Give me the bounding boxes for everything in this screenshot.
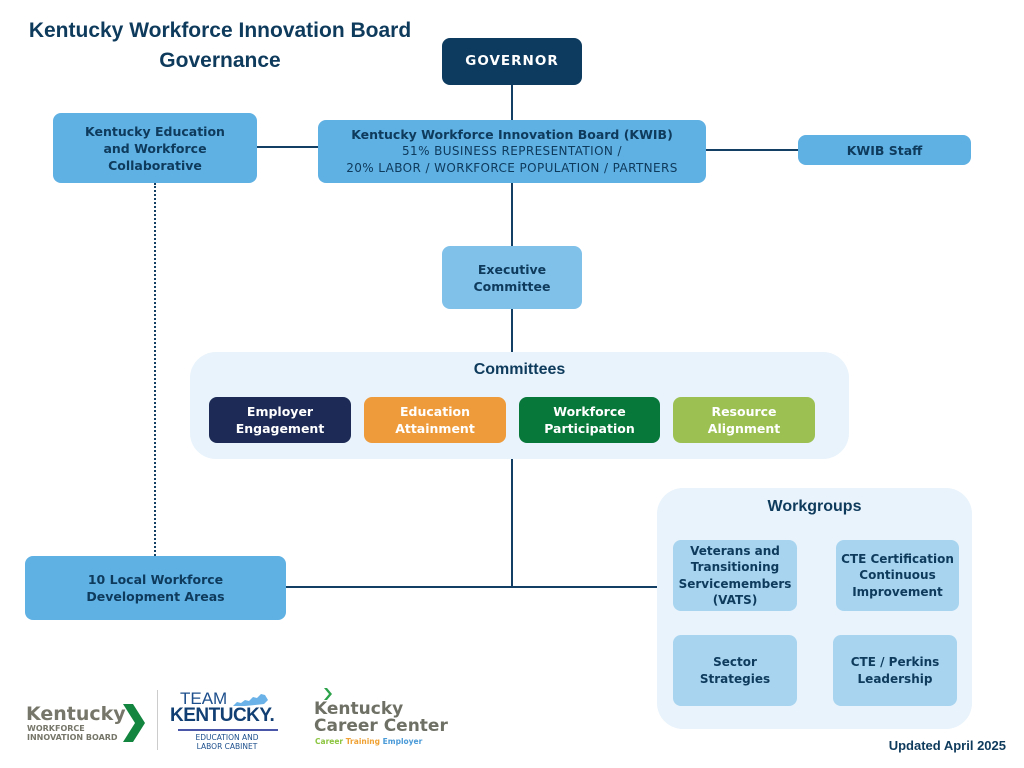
kentucky-state-icon bbox=[233, 694, 268, 706]
executive-committee-box: Executive Committee bbox=[442, 246, 582, 309]
title-line-2: Governance bbox=[159, 49, 281, 72]
workgroup-line: (VATS) bbox=[712, 593, 758, 607]
workgroup-vats: Veterans and Transitioning Servicemember… bbox=[673, 540, 797, 611]
local-areas-line-2: Development Areas bbox=[86, 589, 225, 604]
kwib-business-representation: 51% BUSINESS REPRESENTATION / bbox=[402, 144, 622, 158]
page-title: Kentucky Workforce Innovation Board Gove… bbox=[10, 16, 430, 76]
committee-education-attainment: Education Attainment bbox=[364, 397, 506, 443]
connector-exec-committees bbox=[511, 309, 513, 353]
career-center-logo: Kentucky Career Center Career Training E… bbox=[314, 688, 448, 750]
tagline-employer: Employer bbox=[382, 737, 423, 746]
connector-committees-down bbox=[511, 459, 513, 588]
committee-workforce-participation: Workforce Participation bbox=[519, 397, 660, 443]
governor-box: GOVERNOR bbox=[442, 38, 582, 85]
team-kentucky-logo: TEAM KENTUCKY. EDUCATION AND LABOR CABIN… bbox=[168, 690, 288, 752]
workgroup-sector-strategies: Sector Strategies bbox=[673, 635, 797, 706]
kwib-logo-word: Kentucky bbox=[26, 703, 126, 725]
workgroup-cte-certification: CTE Certification Continuous Improvement bbox=[836, 540, 959, 611]
tagline-career: Career bbox=[315, 737, 344, 746]
committees-heading: Committees bbox=[473, 361, 566, 378]
career-center-line1: Kentucky bbox=[314, 699, 404, 719]
kwib-staff-box: KWIB Staff bbox=[798, 135, 971, 165]
team-kentucky-sub1: EDUCATION AND bbox=[195, 733, 259, 742]
connector-horizontal-bottom bbox=[285, 586, 658, 588]
career-center-tagline: Career Training Employer bbox=[315, 737, 422, 746]
committee-label-line-2: Participation bbox=[544, 421, 635, 436]
connector-collab-kwib bbox=[257, 146, 319, 148]
local-workforce-areas-box: 10 Local Workforce Development Areas bbox=[25, 556, 286, 620]
collaborative-line-1: Kentucky Education bbox=[85, 123, 225, 139]
connector-kwib-exec bbox=[511, 182, 513, 246]
governor-label: GOVERNOR bbox=[465, 53, 559, 69]
logo-divider bbox=[157, 690, 158, 750]
chevron-right-icon bbox=[123, 704, 145, 742]
workgroup-line: Improvement bbox=[852, 584, 943, 599]
workgroup-cte-perkins: CTE / Perkins Leadership bbox=[833, 635, 957, 706]
updated-date: Updated April 2025 bbox=[888, 738, 1006, 753]
kwib-logo: Kentucky WORKFORCE INNOVATION BOARD bbox=[26, 704, 148, 744]
committee-label-line-1: Employer bbox=[246, 404, 314, 419]
kwib-logo-sub1: WORKFORCE bbox=[27, 724, 85, 733]
workgroup-line: Transitioning bbox=[690, 560, 780, 574]
kwib-box: Kentucky Workforce Innovation Board (KWI… bbox=[318, 120, 706, 183]
kwib-logo-sub2: INNOVATION BOARD bbox=[27, 733, 118, 742]
workgroup-line: CTE Certification bbox=[841, 551, 954, 566]
workgroup-line: Sector bbox=[713, 655, 757, 669]
chevron-right-icon bbox=[324, 688, 332, 700]
committee-label-line-1: Resource bbox=[711, 404, 777, 419]
local-areas-line-1: 10 Local Workforce bbox=[87, 572, 224, 587]
team-kentucky-main: KENTUCKY. bbox=[170, 705, 275, 726]
team-kentucky-top: TEAM bbox=[180, 689, 228, 708]
workgroup-line: Leadership bbox=[857, 671, 933, 686]
workgroup-line: Strategies bbox=[699, 671, 771, 686]
connector-governor-kwib bbox=[511, 84, 513, 121]
committee-resource-alignment: Resource Alignment bbox=[673, 397, 815, 443]
collaborative-box: Kentucky Education and Workforce Collabo… bbox=[53, 113, 257, 183]
career-center-line2: Career Center bbox=[314, 716, 448, 736]
committee-label-line-2: Attainment bbox=[395, 421, 475, 436]
workgroup-line: Veterans and bbox=[690, 543, 780, 558]
kwib-staff-label: KWIB Staff bbox=[846, 142, 923, 158]
workgroup-line: CTE / Perkins bbox=[850, 655, 940, 669]
committee-employer-engagement: Employer Engagement bbox=[209, 397, 351, 443]
tagline-training: Training bbox=[345, 737, 381, 746]
kwib-title: Kentucky Workforce Innovation Board (KWI… bbox=[351, 127, 673, 142]
team-kentucky-sub2: LABOR CABINET bbox=[196, 742, 258, 751]
executive-line-2: Committee bbox=[473, 278, 551, 294]
committee-label-line-2: Alignment bbox=[707, 421, 781, 436]
committee-label-line-1: Workforce bbox=[553, 404, 626, 419]
workgroups-heading: Workgroups bbox=[767, 498, 862, 515]
executive-line-1: Executive bbox=[477, 261, 547, 277]
connector-kwib-staff bbox=[705, 149, 799, 151]
collaborative-line-2: and Workforce bbox=[103, 140, 207, 156]
team-kentucky-rule bbox=[178, 729, 278, 731]
collaborative-line-3: Collaborative bbox=[108, 157, 202, 173]
title-line-1: Kentucky Workforce Innovation Board bbox=[28, 19, 412, 42]
committee-label-line-2: Engagement bbox=[235, 421, 325, 436]
workgroup-line: Continuous bbox=[859, 568, 936, 583]
dotted-connector-collab-local bbox=[154, 183, 156, 556]
kwib-labor-partners: 20% LABOR / WORKFORCE POPULATION / PARTN… bbox=[346, 161, 678, 175]
committee-label-line-1: Education bbox=[400, 404, 470, 419]
workgroup-line: Servicemembers bbox=[678, 576, 792, 591]
